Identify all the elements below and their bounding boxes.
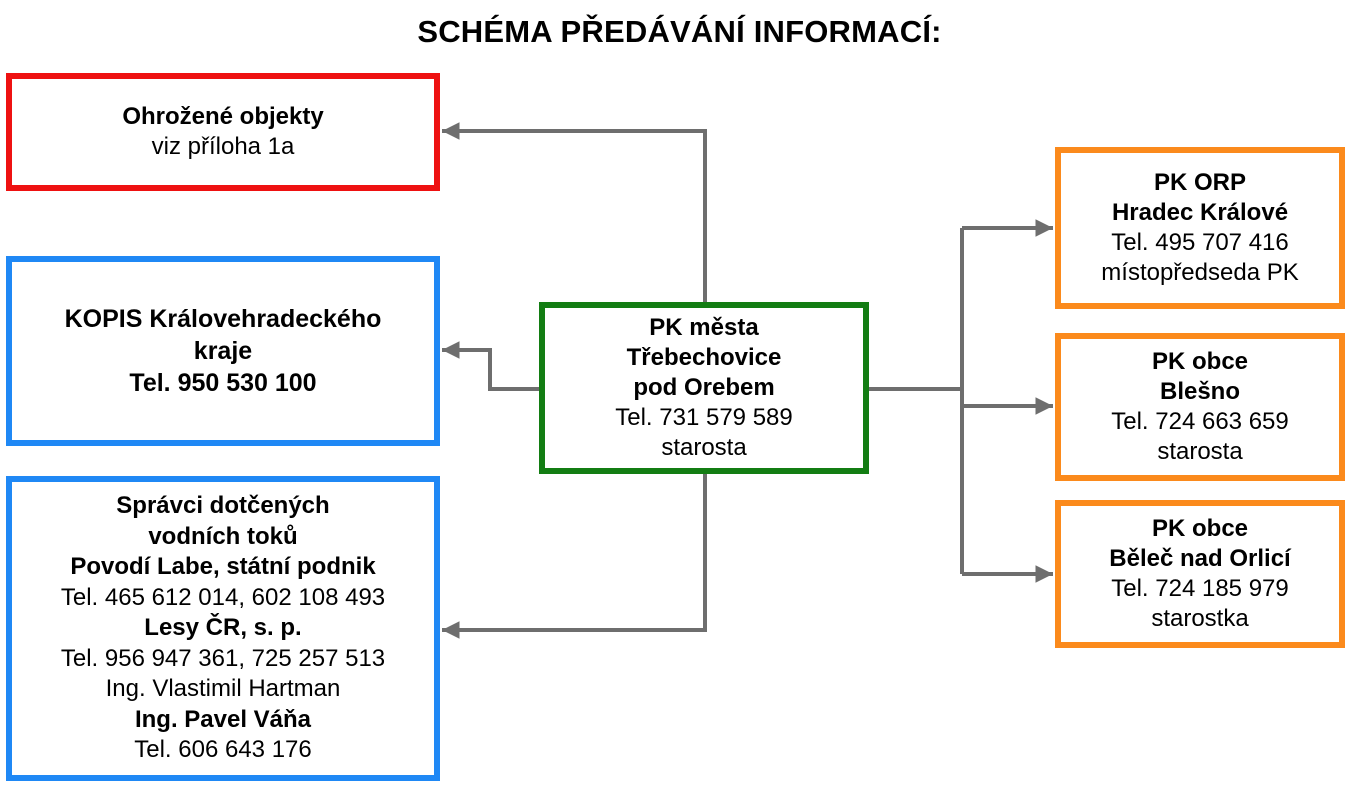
pk-orp-line2: Hradec Králové [1111, 199, 1289, 226]
kopis-phone: Tel. 950 530 100 [129, 369, 317, 397]
pk-trebechovice-box: PK města Třebechovice pod Orebem Tel. 73… [539, 302, 869, 474]
pk-blesno-line2: Blešno [1159, 378, 1240, 405]
pk-orp-box: PK ORP Hradec Králové Tel. 495 707 416 m… [1055, 147, 1345, 309]
arrow-to-water-managers [442, 474, 707, 639]
pk-blesno-phone: Tel. 724 663 659 [1111, 408, 1289, 435]
kopis-box: KOPIS Královehradeckého kraje Tel. 950 5… [6, 256, 440, 446]
arrow-to-threatened-objects [442, 122, 707, 302]
threatened-objects-note: viz příloha 1a [151, 133, 295, 160]
pk-orp-phone: Tel. 495 707 416 [1111, 229, 1289, 256]
pk-orp-line1: PK ORP [1153, 169, 1246, 196]
povodi-labe-phone: Tel. 465 612 014, 602 108 493 [60, 583, 386, 611]
water-managers-box: Správci dotčených vodních toků Povodí La… [6, 476, 440, 781]
pk-trebechovice-line1: PK města [649, 314, 759, 341]
water-managers-title-line1: Správci dotčených [116, 492, 330, 520]
threatened-objects-box: Ohrožené objekty viz příloha 1a [6, 73, 440, 191]
pk-trebechovice-line3: pod Orebem [633, 374, 775, 401]
arrow-to-kopis [442, 341, 541, 391]
kopis-name-line2: kraje [193, 337, 253, 365]
pk-trebechovice-phone: Tel. 731 579 589 [615, 404, 793, 431]
pk-belec-line2: Běleč nad Orlicí [1109, 545, 1291, 572]
pk-belec-role: starostka [1151, 605, 1249, 632]
pk-trebechovice-role: starosta [661, 434, 747, 461]
pk-blesno-role: starosta [1157, 438, 1243, 465]
pavel-vana-name: Ing. Pavel Váňa [134, 705, 312, 733]
lesy-cr-phone: Tel. 956 947 361, 725 257 513 [60, 644, 386, 672]
kopis-name-line1: KOPIS Královehradeckého [64, 305, 382, 333]
pk-belec-phone: Tel. 724 185 979 [1111, 575, 1289, 602]
pk-trebechovice-line2: Třebechovice [626, 344, 782, 371]
pk-blesno-line1: PK obce [1151, 348, 1249, 375]
povodi-labe-name: Povodí Labe, státní podnik [70, 553, 376, 581]
water-managers-title-line2: vodních toků [148, 522, 298, 550]
lesy-cr-name: Lesy ČR, s. p. [144, 614, 302, 642]
pavel-vana-phone: Tel. 606 643 176 [134, 736, 312, 764]
lesy-cr-contact: Ing. Vlastimil Hartman [105, 675, 341, 703]
pk-orp-role: místopředseda PK [1101, 259, 1299, 286]
threatened-objects-title: Ohrožené objekty [122, 103, 324, 130]
pk-belec-line1: PK obce [1151, 515, 1249, 542]
pk-belec-box: PK obce Běleč nad Orlicí Tel. 724 185 97… [1055, 500, 1345, 648]
pk-blesno-box: PK obce Blešno Tel. 724 663 659 starosta [1055, 333, 1345, 481]
diagram-title: SCHÉMA PŘEDÁVÁNÍ INFORMACÍ: [417, 14, 942, 49]
